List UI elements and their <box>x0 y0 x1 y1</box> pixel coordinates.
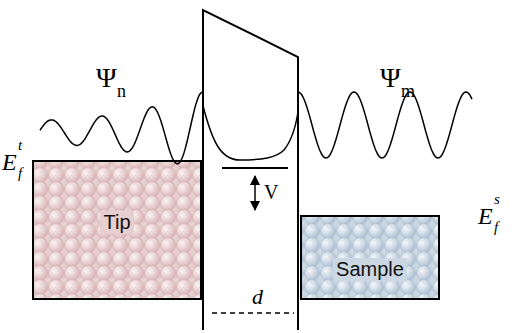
fermi-level-label: f <box>494 220 498 235</box>
tip-block: Tip <box>32 160 202 300</box>
fermi-level-label: s <box>494 192 500 207</box>
block-label: Tip <box>100 211 133 234</box>
energy-level <box>222 167 288 169</box>
wavefunction-barrier <box>203 106 298 160</box>
sample-fill <box>300 215 440 300</box>
bias-label: V <box>264 182 278 202</box>
wavefunction-sample <box>298 92 472 158</box>
block-label: Sample <box>333 258 407 281</box>
wavefunction-label: Ψ <box>96 64 117 92</box>
fermi-level-label: t <box>18 138 22 153</box>
wavefunction-label: Ψ <box>380 64 401 92</box>
gap-label: d <box>252 286 263 308</box>
barrier <box>203 10 298 330</box>
wavefunction-tip <box>40 92 203 163</box>
tip-fill <box>32 160 202 300</box>
fermi-level-label: E <box>478 204 493 228</box>
bias-arrow <box>254 176 256 210</box>
wavefunction-label: m <box>401 82 415 100</box>
fermi-level-label: E <box>2 150 17 174</box>
wavefunction-label: n <box>117 82 126 100</box>
gap-line <box>212 312 294 314</box>
fermi-level-label: f <box>18 166 22 181</box>
sample-block: Sample <box>300 215 440 300</box>
